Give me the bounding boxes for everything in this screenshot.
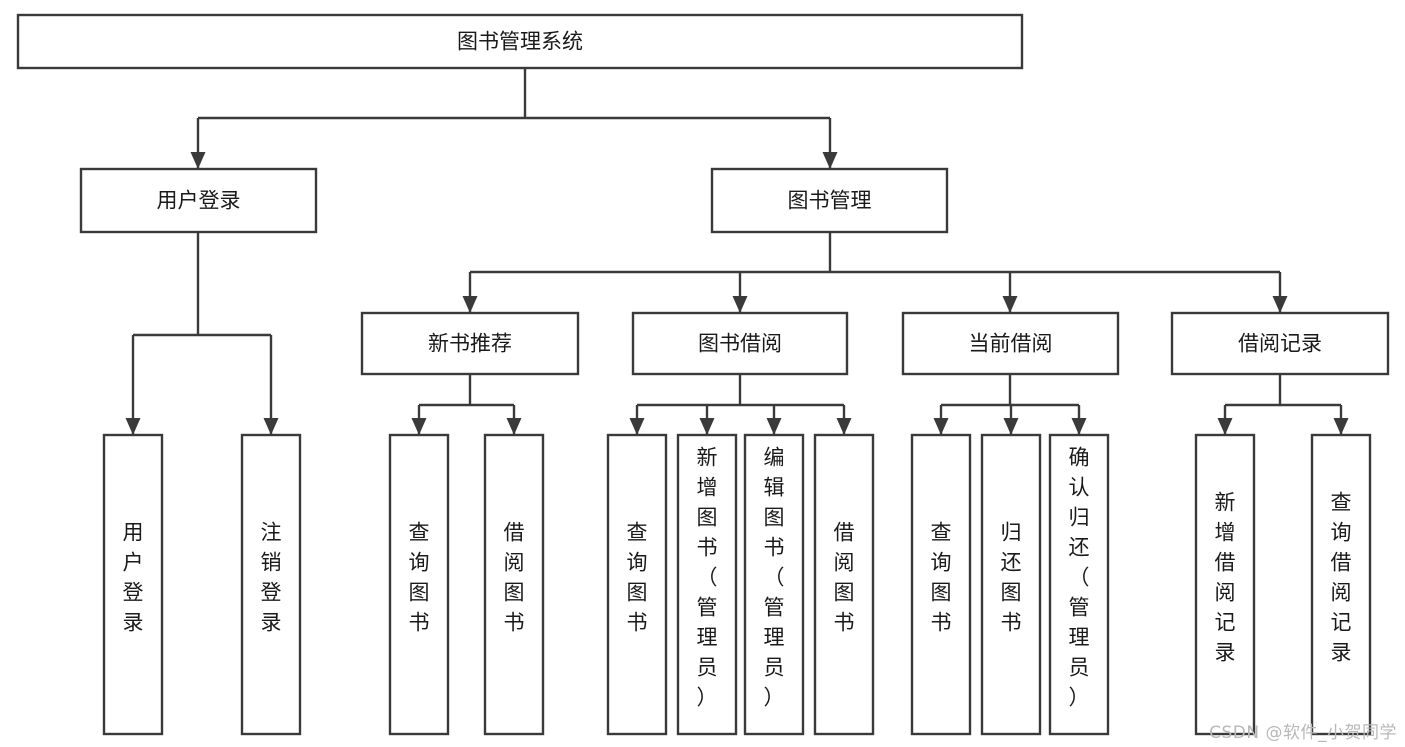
node-leaf-user-login[interactable]: 用户登录 — [102, 433, 164, 736]
node-book-borrow-label: 图书借阅 — [698, 332, 782, 356]
node-leaf-logout-box[interactable] — [240, 433, 302, 736]
node-current-borrow-label: 当前借阅 — [969, 332, 1053, 356]
node-leaf-query-record-label: 查询借阅记录 — [1331, 491, 1352, 665]
connector-layer — [125, 68, 1349, 435]
node-leaf-borrow-book-2-label: 借阅图书 — [834, 521, 855, 635]
node-leaf-query-book-2[interactable]: 查询图书 — [606, 433, 668, 736]
node-leaf-add-record-label: 新增借阅记录 — [1215, 491, 1236, 665]
node-root-[interactable]: 图书管理系统 — [16, 13, 1024, 70]
node-user-login[interactable]: 用户登录 — [79, 167, 318, 234]
node-leaf-add-record[interactable]: 新增借阅记录 — [1194, 433, 1256, 736]
node-layer: 图书管理系统用户登录图书管理新书推荐图书借阅当前借阅借阅记录用户登录注销登录查询… — [16, 13, 1390, 736]
arrow-head-icon — [822, 152, 838, 169]
node-leaf-query-book-2-label: 查询图书 — [627, 521, 648, 635]
node-leaf-borrow-book-1-box[interactable] — [483, 433, 545, 736]
node-current-borrow[interactable]: 当前借阅 — [901, 311, 1120, 376]
node-book-manage-label: 图书管理 — [788, 189, 872, 213]
node-leaf-edit-book-box[interactable] — [743, 433, 805, 736]
arrow-head-icon — [125, 418, 141, 435]
node-leaf-add-book-label: 新增图书（管理员） — [697, 446, 718, 710]
node-book-borrow-box[interactable] — [631, 311, 849, 376]
node-leaf-user-login-label: 用户登录 — [123, 521, 144, 635]
node-leaf-query-book-3[interactable]: 查询图书 — [910, 433, 972, 736]
node-leaf-query-record-box[interactable] — [1310, 433, 1372, 736]
node-current-borrow-box[interactable] — [901, 311, 1120, 376]
node-leaf-add-record-box[interactable] — [1194, 433, 1256, 736]
arrow-head-icon — [1217, 418, 1233, 435]
node-leaf-query-book-1[interactable]: 查询图书 — [388, 433, 450, 736]
watermark-label: CSDN @软件_小贺同学 — [1209, 723, 1397, 743]
node-leaf-add-book[interactable]: 新增图书（管理员） — [676, 433, 738, 736]
arrow-head-icon — [836, 418, 852, 435]
arrow-head-icon — [263, 418, 279, 435]
arrow-head-icon — [411, 418, 427, 435]
node-leaf-query-book-3-label: 查询图书 — [931, 521, 952, 635]
node-leaf-confirm-return-box[interactable] — [1048, 433, 1110, 736]
arrow-head-icon — [462, 296, 478, 313]
node-leaf-query-book-3-box[interactable] — [910, 433, 972, 736]
arrow-head-icon — [1272, 296, 1288, 313]
node-leaf-borrow-book-2-box[interactable] — [813, 433, 875, 736]
node-leaf-borrow-book-2[interactable]: 借阅图书 — [813, 433, 875, 736]
node-leaf-return-book[interactable]: 归还图书 — [980, 433, 1042, 736]
node-root--label: 图书管理系统 — [457, 30, 583, 54]
arrow-head-icon — [1071, 418, 1087, 435]
node-borrow-record[interactable]: 借阅记录 — [1170, 311, 1390, 376]
node-user-login-label: 用户登录 — [157, 189, 241, 213]
node-leaf-add-book-box[interactable] — [676, 433, 738, 736]
node-new-book-recommend[interactable]: 新书推荐 — [360, 311, 580, 376]
arrow-head-icon — [699, 418, 715, 435]
arrow-head-icon — [933, 418, 949, 435]
node-borrow-record-label: 借阅记录 — [1238, 332, 1322, 356]
node-leaf-logout-label: 注销登录 — [261, 521, 282, 635]
node-leaf-logout[interactable]: 注销登录 — [240, 433, 302, 736]
node-leaf-borrow-book-1[interactable]: 借阅图书 — [483, 433, 545, 736]
arrow-head-icon — [1333, 418, 1349, 435]
arrow-head-icon — [629, 418, 645, 435]
node-leaf-borrow-book-1-label: 借阅图书 — [504, 521, 525, 635]
node-leaf-query-book-1-label: 查询图书 — [409, 521, 430, 635]
node-leaf-query-book-2-box[interactable] — [606, 433, 668, 736]
node-book-manage[interactable]: 图书管理 — [710, 167, 949, 234]
arrow-head-icon — [506, 418, 522, 435]
node-new-book-recommend-label: 新书推荐 — [428, 332, 512, 356]
node-root--box[interactable] — [16, 13, 1024, 70]
arrow-head-icon — [732, 296, 748, 313]
node-user-login-box[interactable] — [79, 167, 318, 234]
node-leaf-edit-book[interactable]: 编辑图书（管理员） — [743, 433, 805, 736]
node-leaf-confirm-return-label: 确认归还（管理员） — [1069, 446, 1090, 710]
node-new-book-recommend-box[interactable] — [360, 311, 580, 376]
node-leaf-return-book-box[interactable] — [980, 433, 1042, 736]
node-leaf-confirm-return[interactable]: 确认归还（管理员） — [1048, 433, 1110, 736]
node-borrow-record-box[interactable] — [1170, 311, 1390, 376]
arrow-head-icon — [1002, 296, 1018, 313]
node-book-manage-box[interactable] — [710, 167, 949, 234]
node-book-borrow[interactable]: 图书借阅 — [631, 311, 849, 376]
arrow-head-icon — [1003, 418, 1019, 435]
node-leaf-query-record[interactable]: 查询借阅记录 — [1310, 433, 1372, 736]
node-leaf-edit-book-label: 编辑图书（管理员） — [764, 446, 785, 710]
node-leaf-return-book-label: 归还图书 — [1001, 521, 1022, 635]
arrow-head-icon — [766, 418, 782, 435]
arrow-head-icon — [190, 152, 206, 169]
node-leaf-user-login-box[interactable] — [102, 433, 164, 736]
node-leaf-query-book-1-box[interactable] — [388, 433, 450, 736]
